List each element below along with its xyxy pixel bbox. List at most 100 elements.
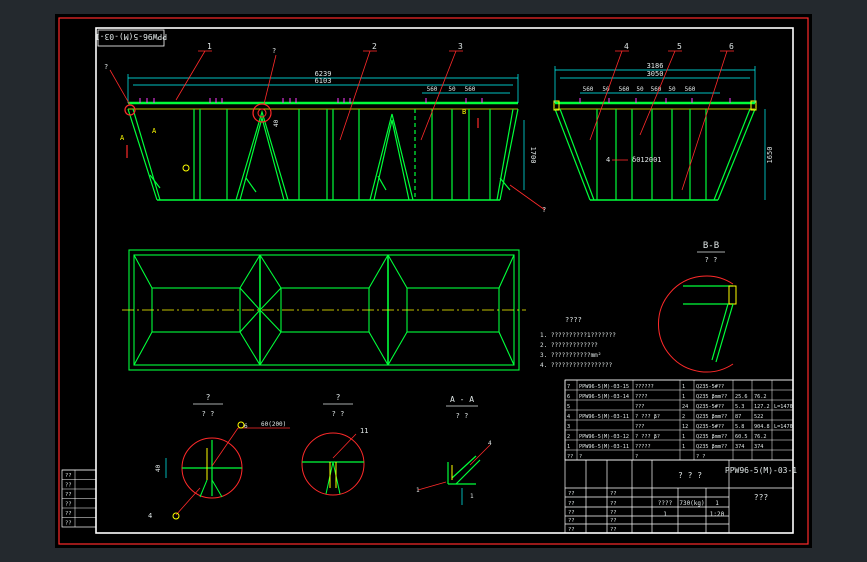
section-mark-a-left: A xyxy=(120,134,125,142)
title-mid-label: ?? xyxy=(610,527,617,533)
lifting-lug-center xyxy=(252,103,272,123)
side-view-dimensions xyxy=(554,66,766,200)
title-weight: 730(kg) xyxy=(679,500,704,507)
bom-cell: ???? xyxy=(635,394,648,400)
title-scale: 1:20 xyxy=(710,511,725,518)
notes-title: ???? xyxy=(565,316,582,324)
front-dim-inner: 6103 xyxy=(315,77,332,85)
title-left-label: ?? xyxy=(568,518,575,524)
side-dim-inner: 3050 xyxy=(647,70,664,78)
front-callout-2: 2 xyxy=(372,42,377,51)
detail1-dim: 40 xyxy=(155,464,162,472)
detail2-label: 11 xyxy=(360,427,368,435)
side-dim-overall: 3186 xyxy=(647,62,664,70)
title-left-label: ?? xyxy=(568,527,575,533)
title-block-left-cells: ???????????????????? xyxy=(568,491,617,533)
bom-cell: 6 xyxy=(567,394,570,400)
weld-marker xyxy=(182,164,190,172)
bom-cell: Q235-5#?? xyxy=(696,404,724,410)
bom-cell: ??? xyxy=(635,404,644,410)
side-table-cell: ?? xyxy=(65,521,72,527)
detail1-drawing xyxy=(165,421,290,520)
side-callout-leaders xyxy=(589,50,734,191)
detail-aa-weld-top: 4 xyxy=(488,440,492,447)
bom-cell: 374 xyxy=(735,444,744,450)
side-callout-4: 4 xyxy=(624,42,629,51)
sheet-border xyxy=(58,17,809,545)
section-bb-detail xyxy=(657,275,737,373)
title-left-label: ?? xyxy=(568,501,575,507)
bom-cell: 1 xyxy=(682,394,685,400)
side-dim-2: 560 xyxy=(619,86,630,93)
side-weld-label: 4 xyxy=(606,156,610,164)
detail-aa-weld-left: 1 xyxy=(416,487,420,494)
detail1-weld-bottom: 4 xyxy=(148,512,152,520)
bom-cell: Q235 βmm?? xyxy=(696,394,727,400)
detail2-title: ? xyxy=(336,393,341,402)
left-revision-table: ???????????? xyxy=(61,469,97,528)
detail-aa-drawing xyxy=(417,444,491,505)
front-dim-right-2: 560 xyxy=(465,86,476,93)
side-table-cell: ?? xyxy=(65,492,72,498)
front-callout-q2: ? xyxy=(104,63,108,71)
front-dim-right-1: 50 xyxy=(448,86,456,93)
title-mid-label: ?? xyxy=(610,518,617,524)
side-dim-height: 1650 xyxy=(766,147,774,164)
bom-cell: 1 xyxy=(682,434,685,440)
bom-cell: Q235 βmm?? xyxy=(696,434,727,440)
bom-cell: Q235 βmm?? xyxy=(696,414,727,420)
bom-cell: Q235 βmm?? xyxy=(696,444,727,450)
detail1-subtitle: ? ? xyxy=(202,410,215,418)
bom-cell: L=1470 xyxy=(774,424,793,430)
bom-cell: 127.2 xyxy=(754,404,770,410)
title-mid-label: ?? xyxy=(610,491,617,497)
title-drawing-number: PPW96-5(M)-03-1 xyxy=(725,466,797,475)
front-dim-height: 1700 xyxy=(529,147,537,164)
side-view xyxy=(554,101,756,201)
bom-cell: 1 xyxy=(682,444,685,450)
side-table-cell: ?? xyxy=(65,473,72,479)
bom-cell: 374 xyxy=(754,444,763,450)
side-table-cell: ?? xyxy=(65,483,72,489)
title-left-label: ?? xyxy=(568,491,575,497)
side-dim-6: 560 xyxy=(685,86,696,93)
bom-cell: PPW96-5(M)-03-11 xyxy=(579,414,629,420)
side-dim-0: 560 xyxy=(583,86,594,93)
title-sub: ??? xyxy=(754,493,769,502)
lifting-lug-center-hole xyxy=(257,108,267,118)
bom-cell: 5.8 xyxy=(735,424,744,430)
bom-cell: L=1470 xyxy=(774,404,793,410)
bom-cell: Q235-5#?? xyxy=(696,384,724,390)
detail-aa-subtitle: ? ? xyxy=(456,412,469,420)
bom-cell: Q235-5#?? xyxy=(696,424,724,430)
title-name: ? ? ? xyxy=(678,471,702,480)
bom-cell: PPW96-5(M)-03-12 xyxy=(579,434,629,440)
side-dim-5: 50 xyxy=(668,86,676,93)
side-dim-3: 50 xyxy=(636,86,644,93)
detail2-subtitle: ? ? xyxy=(332,410,345,418)
rotated-drawing-number: PPW96-5(M)-03-1 xyxy=(95,32,167,41)
note-3: 3. ???????????mm² xyxy=(540,352,601,359)
title-block xyxy=(564,459,794,534)
title-mid-label: ?? xyxy=(610,501,617,507)
detail1-title: ? xyxy=(206,393,211,402)
bom-header-cell: ?? xyxy=(567,454,573,460)
bom-cell: 904.8 xyxy=(754,424,770,430)
bom-cell: 1 xyxy=(682,384,685,390)
side-lug-right xyxy=(750,100,757,111)
title-qty-label: ???? xyxy=(658,500,673,507)
title-left-label: ?? xyxy=(568,510,575,516)
bom-cell: ????? xyxy=(635,444,651,450)
bom-cell: 12 xyxy=(682,424,688,430)
bom-cell: 1 xyxy=(567,444,570,450)
section-bb-title: B-B xyxy=(703,241,719,251)
bom-cell: 76.2 xyxy=(754,394,767,400)
front-callout-leaders xyxy=(109,50,546,211)
note-1: 1. ??????????1??????? xyxy=(540,332,616,339)
bom-cell: 24 xyxy=(682,404,688,410)
bom-cell: ??? xyxy=(635,424,644,430)
side-callout-5: 5 xyxy=(677,42,682,51)
